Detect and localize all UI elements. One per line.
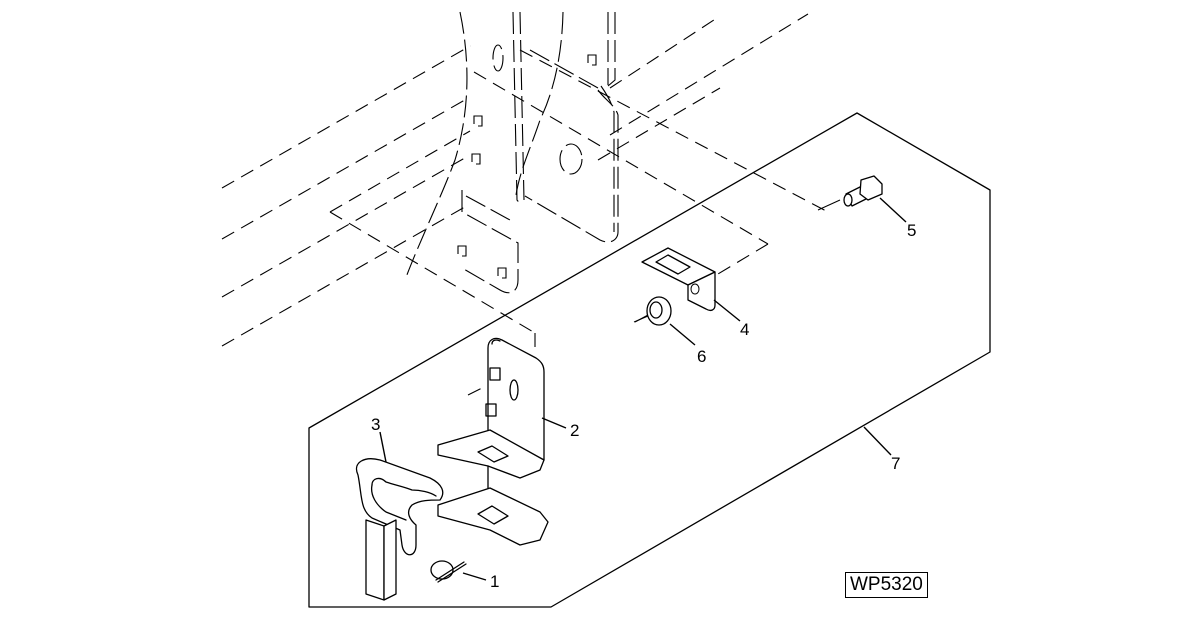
- reference-code: WP5320: [845, 572, 928, 598]
- part-6-flange-nut: [633, 296, 672, 326]
- part-4-angle-bracket: [641, 247, 716, 312]
- part-5-bolt: [817, 175, 883, 211]
- callout-7: 7: [891, 454, 900, 473]
- leader-lines: [379, 197, 907, 581]
- callout-4: 4: [740, 320, 749, 339]
- callout-5: 5: [907, 221, 916, 240]
- frame-bracket-phantom: [404, 11, 619, 294]
- part-2-bracket: [437, 337, 549, 546]
- kit-outline: [308, 112, 991, 608]
- phantom-frame-lines: [221, 13, 831, 350]
- callout-2: 2: [570, 421, 579, 440]
- part-3-handle: [355, 458, 444, 601]
- callout-6: 6: [697, 347, 706, 366]
- part-1-lynch-pin: [430, 560, 467, 583]
- callout-1: 1: [490, 572, 499, 591]
- callout-3: 3: [371, 415, 380, 434]
